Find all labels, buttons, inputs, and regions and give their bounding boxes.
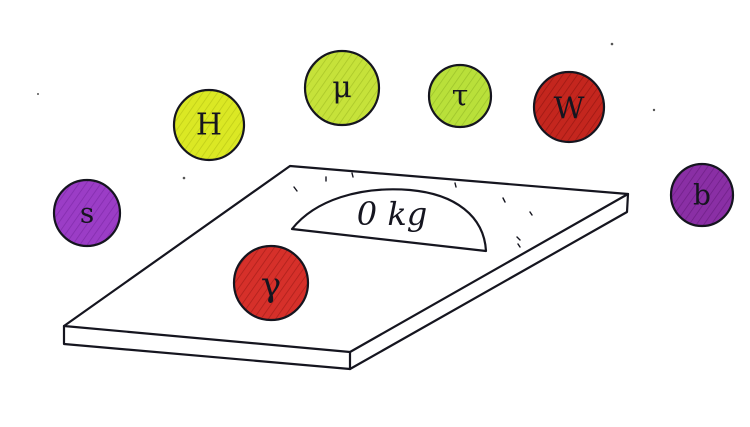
ball-gamma: γ bbox=[232, 244, 310, 322]
ball-s-label: s bbox=[80, 197, 94, 230]
ball-b: b bbox=[669, 162, 735, 228]
ball-W: W bbox=[532, 70, 606, 144]
weight-readout: 0 kg bbox=[357, 195, 427, 233]
plate-right-edge bbox=[348, 192, 630, 371]
dial-outline bbox=[290, 188, 488, 253]
plate-top-outline bbox=[62, 164, 630, 354]
ball-mu-label: μ bbox=[332, 71, 352, 106]
dial-ticks bbox=[293, 172, 533, 248]
scale-plate bbox=[62, 164, 630, 371]
ball-tau: τ bbox=[427, 63, 493, 129]
ball-s: s bbox=[52, 178, 122, 248]
ball-b-label: b bbox=[693, 179, 711, 212]
pencil-dots bbox=[37, 42, 656, 180]
ball-gamma-label: γ bbox=[261, 265, 281, 305]
plate-side-edge bbox=[62, 324, 352, 371]
ball-mu: μ bbox=[303, 49, 381, 127]
ball-H: H bbox=[172, 88, 246, 162]
ball-tau-label: τ bbox=[452, 79, 469, 114]
ball-H-label: H bbox=[196, 108, 222, 143]
scale-dial: 0 kg bbox=[290, 172, 533, 253]
ball-W-label: W bbox=[554, 92, 585, 127]
